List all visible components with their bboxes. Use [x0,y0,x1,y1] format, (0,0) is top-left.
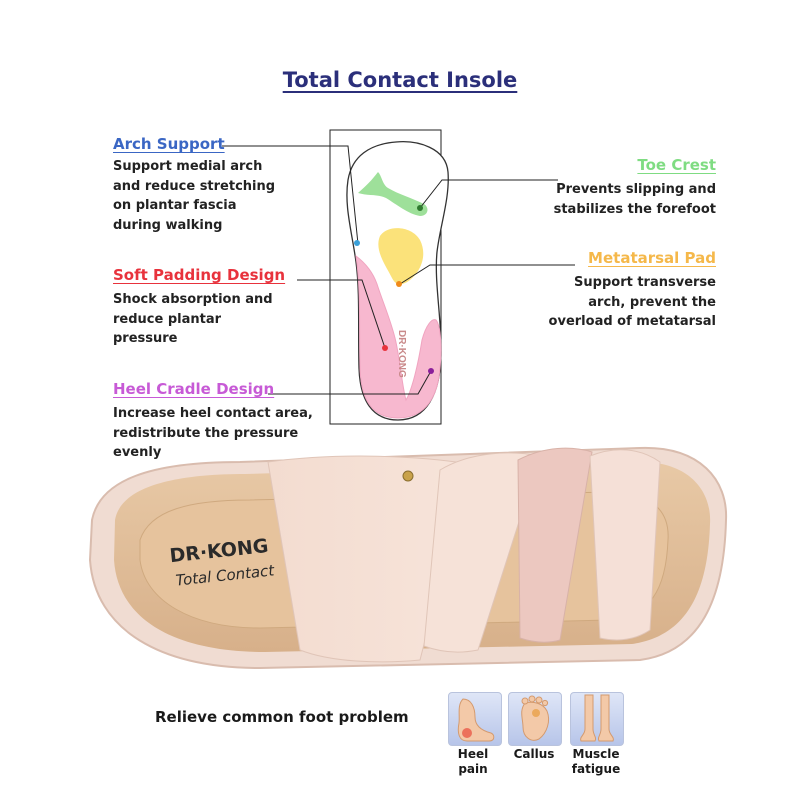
strap-3 [517,447,593,643]
legs-icon [570,692,624,746]
metatarsal-pad-connector [399,264,575,285]
insole-logo: DR·KONG [396,330,407,378]
soft-padding-connector [297,279,386,349]
toe-crest-connector [419,179,558,209]
metatarsal-pad-title: Metatarsal Pad [588,249,716,267]
strap-stud [402,470,414,482]
insole-frame [329,129,442,425]
heel-cradle-connector [268,370,432,395]
sole-foot-icon [508,692,562,746]
heel-cradle-title: Heel Cradle Design [113,380,275,398]
page-title: Total Contact Insole [282,68,518,92]
callus-label: Callus [513,747,555,761]
heel-cradle-dot [428,368,434,374]
heel-cradle-desc: Increase heel contact area, redistribute… [113,406,313,460]
metatarsal-pad-desc: Support transverse arch, prevent the ove… [548,275,716,329]
metatarsal-pad [378,228,424,285]
heel-foot-icon [448,692,502,746]
strap-4 [589,449,661,641]
soft-padding-area [355,254,442,419]
soft-padding-dot [382,345,388,351]
arch-support-desc: Support medial arch and reduce stretchin… [113,159,276,233]
arch-support-title: Arch Support [113,135,225,153]
soft-padding-title: Soft Padding Design [113,266,286,284]
toe-crest-title: Toe Crest [637,156,716,174]
heel-pain-label: Heel pain [457,747,489,776]
metatarsal-pad-dot [396,281,402,287]
toe-crest-dot [417,205,423,211]
toe-crest-desc: Prevents slipping and stabilizes the for… [553,182,716,217]
toe-crest [358,172,428,216]
muscle-fatigue-label: Muscle fatigue [571,747,621,776]
arch-support-dot [354,240,360,246]
arch-support-connector [222,145,359,245]
problems-title: Relieve common foot problem [155,708,409,726]
soft-padding-desc: Shock absorption and reduce plantar pres… [113,292,273,346]
